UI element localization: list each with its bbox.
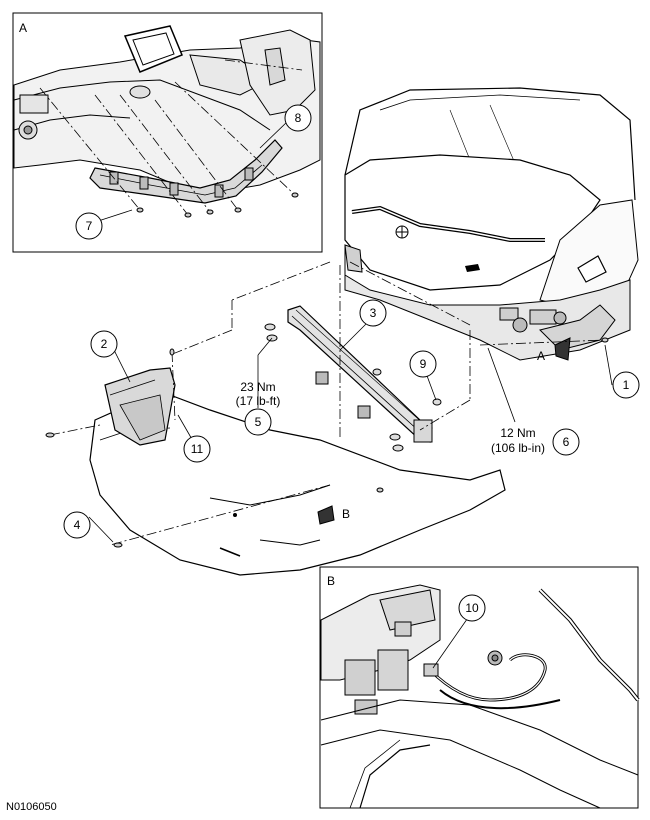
callout-4: 4 xyxy=(63,511,91,539)
svg-text:1: 1 xyxy=(623,378,630,392)
svg-text:7: 7 xyxy=(86,219,93,233)
inset-a: A xyxy=(12,12,323,253)
callout-5: 5 xyxy=(244,408,272,436)
torque-spec-lbin: (106 lb-in) xyxy=(491,441,545,455)
torque-spec-fasteners: 12 Nm (106 lb-in) xyxy=(491,426,545,455)
mounting-nuts xyxy=(264,323,442,452)
callout-6: 6 xyxy=(552,428,580,456)
figure-id: N0106050 xyxy=(6,801,57,813)
bumper-side-bracket xyxy=(104,367,176,446)
callout-7: 7 xyxy=(75,212,103,240)
vehicle-rear-end xyxy=(344,87,639,361)
inset-a-screws xyxy=(136,192,299,218)
torque-spec-nm-2: 12 Nm xyxy=(500,426,535,440)
torque-spec-nm: 23 Nm xyxy=(240,380,275,394)
torque-spec-bracket-nuts: 23 Nm (17 lb-ft) xyxy=(236,380,281,408)
svg-text:8: 8 xyxy=(295,111,302,125)
bumper-reinforcement-beam xyxy=(287,305,433,443)
callout-3: 3 xyxy=(359,299,387,327)
svg-text:11: 11 xyxy=(191,442,204,456)
view-b-pointer: B xyxy=(317,505,350,525)
view-b-label: B xyxy=(342,507,350,521)
fuel-door xyxy=(577,255,607,283)
svg-text:10: 10 xyxy=(465,601,479,615)
electrical-connector xyxy=(394,621,503,677)
callout-1: 1 xyxy=(612,371,640,399)
svg-text:5: 5 xyxy=(255,415,262,429)
push-pin-fasteners xyxy=(45,337,609,548)
svg-text:6: 6 xyxy=(563,435,570,449)
svg-text:4: 4 xyxy=(74,518,81,532)
inset-a-letter: A xyxy=(19,21,27,35)
callout-9: 9 xyxy=(409,350,437,378)
inset-b-letter: B xyxy=(327,574,335,588)
callout-8: 8 xyxy=(284,104,312,132)
svg-text:9: 9 xyxy=(420,357,427,371)
svg-text:3: 3 xyxy=(370,306,377,320)
callout-10: 10 xyxy=(458,594,486,622)
callout-11: 11 xyxy=(183,435,211,463)
view-a-label: A xyxy=(537,349,545,363)
assembly-leader-lines xyxy=(49,261,606,546)
svg-text:2: 2 xyxy=(101,337,108,351)
callout-2: 2 xyxy=(90,330,118,358)
view-a-pointer: A xyxy=(537,337,571,363)
bumper-mounting-bracket xyxy=(89,139,283,204)
torque-spec-lbft: (17 lb-ft) xyxy=(236,394,281,408)
